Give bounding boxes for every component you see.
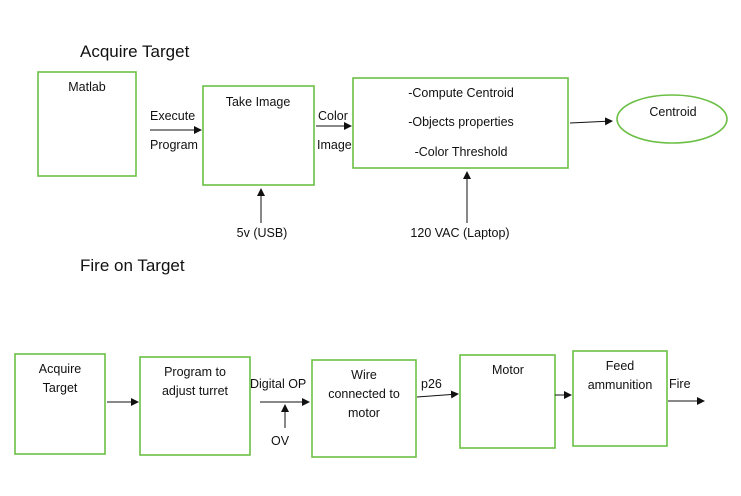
feed-label-line1: Feed xyxy=(606,359,635,373)
p26-label: p26 xyxy=(421,377,442,391)
compute-centroid-label: -Compute Centroid xyxy=(408,86,514,100)
program-label-line2: adjust turret xyxy=(162,384,229,398)
take-image-label: Take Image xyxy=(226,95,291,109)
arrow-compute-to-centroid xyxy=(569,117,613,126)
feed-label-line2: ammunition xyxy=(588,378,653,392)
usb-label: 5v (USB) xyxy=(237,226,288,240)
motor-label: Motor xyxy=(492,363,524,377)
color-label: Color xyxy=(318,109,348,123)
execute-label: Execute xyxy=(150,109,195,123)
feed-ammunition-box xyxy=(572,350,668,447)
centroid-label: Centroid xyxy=(649,105,696,119)
motor-box xyxy=(459,354,556,449)
laptop-label: 120 VAC (Laptop) xyxy=(410,226,509,240)
acquire-label-line1: Acquire xyxy=(39,362,81,376)
acquire-label-line2: Target xyxy=(43,381,78,395)
program-label: Program xyxy=(150,138,198,152)
wire-box xyxy=(311,359,417,458)
acquire-target-box xyxy=(14,353,106,455)
objects-properties-label: -Objects properties xyxy=(408,115,514,129)
arrow-wire-to-motor xyxy=(416,390,459,399)
program-turret-box xyxy=(139,356,251,456)
wire-label-line3: motor xyxy=(348,406,380,420)
take-image-box xyxy=(202,85,315,186)
image-label: Image xyxy=(317,138,352,152)
digital-op-label: Digital OP xyxy=(250,377,306,391)
compute-box xyxy=(352,77,569,169)
matlab-label: Matlab xyxy=(68,80,106,94)
fire-label: Fire xyxy=(669,377,691,391)
section-title-fire: Fire on Target xyxy=(80,256,185,275)
wire-label-line1: Wire xyxy=(351,368,377,382)
wire-label-line2: connected to xyxy=(328,387,400,401)
section-title-acquire: Acquire Target xyxy=(80,42,190,61)
ov-label: OV xyxy=(271,434,290,448)
program-label-line1: Program to xyxy=(164,365,226,379)
color-threshold-label: -Color Threshold xyxy=(415,145,508,159)
matlab-box xyxy=(37,71,137,177)
centroid-ellipse xyxy=(616,94,728,144)
